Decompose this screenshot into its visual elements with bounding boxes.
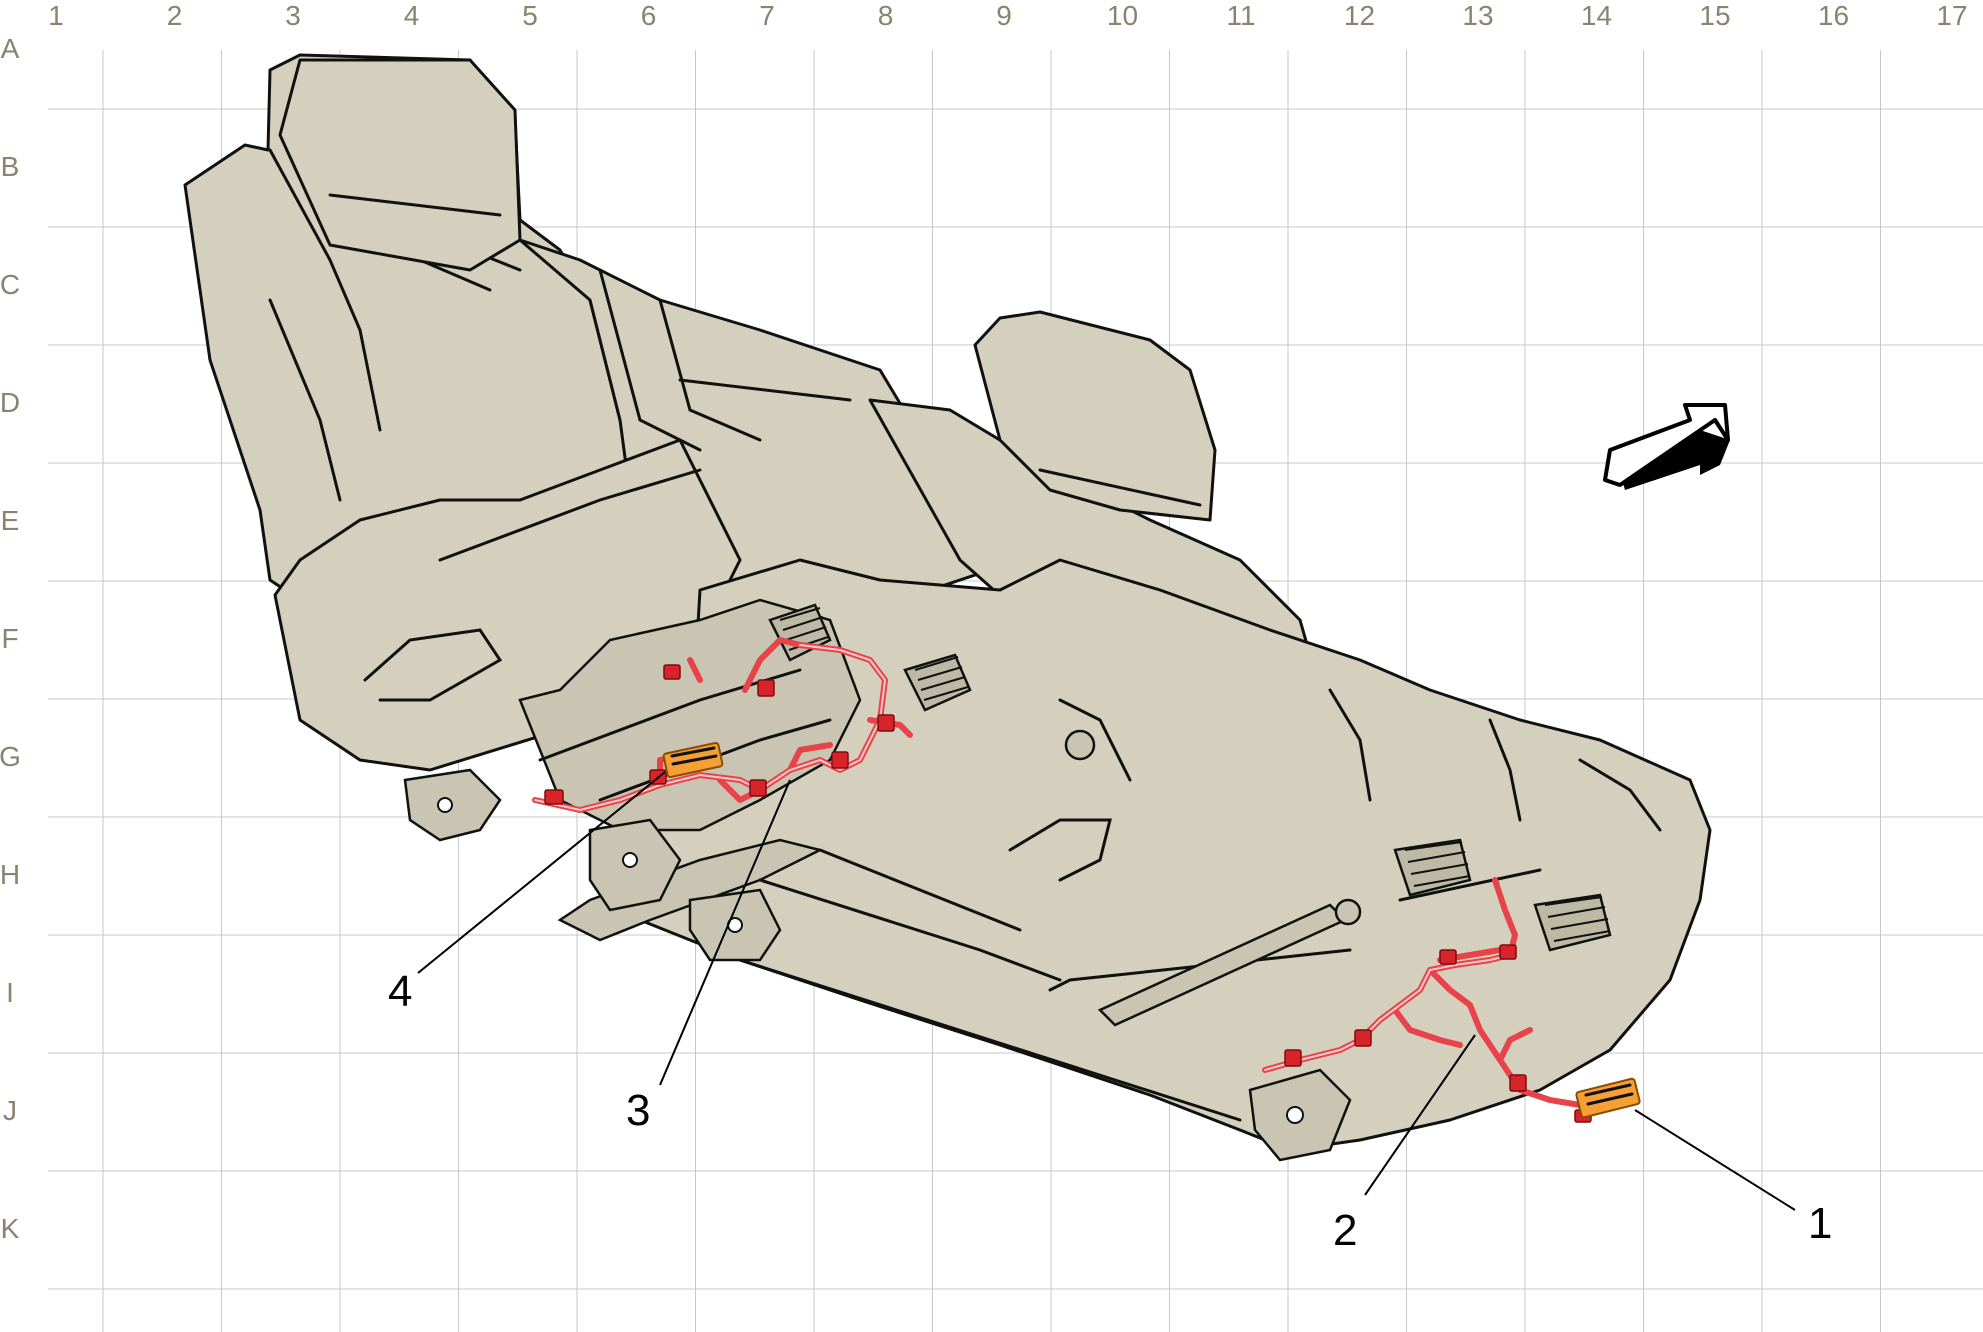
right-spring-2 (1533, 893, 1612, 952)
grid-row-label: J (3, 1095, 17, 1126)
grid-row-label: E (1, 505, 20, 536)
callout-4: 4 (388, 967, 412, 1016)
grid-row-label: A (1, 33, 20, 64)
grid-column-label: 2 (167, 0, 183, 31)
grid-column-label: 9 (996, 0, 1012, 31)
callout-2: 2 (1333, 1206, 1357, 1255)
grid-row-label: D (0, 387, 20, 418)
connector-red (749, 779, 767, 797)
grid-column-label: 3 (285, 0, 301, 31)
grid-column-label: 17 (1936, 0, 1967, 31)
grid-column-label: 10 (1107, 0, 1138, 31)
grid-row-label: K (1, 1213, 20, 1244)
grid-column-label: 12 (1344, 0, 1375, 31)
harness-connectors (544, 664, 1592, 1123)
right-spring-1 (1393, 838, 1472, 897)
grid-column-label: 15 (1699, 0, 1730, 31)
grid-column-label: 16 (1818, 0, 1849, 31)
right-headrest (973, 310, 1217, 522)
grid-row-label: H (0, 859, 20, 890)
callout-3: 3 (626, 1086, 650, 1135)
seat-wiring-harness-right (1262, 877, 1603, 1113)
grid-row-label: B (1, 151, 20, 182)
grid-column-label: 13 (1462, 0, 1493, 31)
forward-direction-arrow-icon (1603, 403, 1730, 490)
grid-column-label: 8 (878, 0, 894, 31)
grid-row-labels: ABCDEFGHIJKL (0, 33, 21, 1332)
connector-red (1354, 1029, 1372, 1047)
connector-red (663, 664, 681, 680)
grid-column-label: 4 (404, 0, 420, 31)
grid-row-label: I (6, 977, 14, 1008)
grid-column-label: 11 (1226, 0, 1255, 31)
grid-column-label: 1 (48, 0, 64, 31)
grid-row-label: C (0, 269, 20, 300)
connector-red (831, 751, 849, 769)
bolt (1064, 729, 1096, 761)
connector-red (544, 789, 564, 805)
callout-1: 1 (1808, 1199, 1832, 1248)
grid-column-label: 6 (641, 0, 657, 31)
connector-red (1284, 1049, 1302, 1067)
grid-row-label: F (1, 623, 18, 654)
connector-red (1509, 1074, 1527, 1092)
grid-column-label: 14 (1581, 0, 1612, 31)
connector-red (877, 714, 895, 732)
grid-column-label: 5 (522, 0, 538, 31)
callout-leaders (417, 771, 1796, 1211)
rear-seat-assembly (183, 53, 1712, 1162)
grid-row-label: G (0, 741, 21, 772)
grid-column-label: 7 (759, 0, 775, 31)
left-headrest (278, 58, 522, 272)
connector-red (757, 679, 775, 697)
left-spring-2 (903, 653, 972, 712)
connector-red (1499, 944, 1517, 960)
connector-red (1439, 949, 1457, 965)
